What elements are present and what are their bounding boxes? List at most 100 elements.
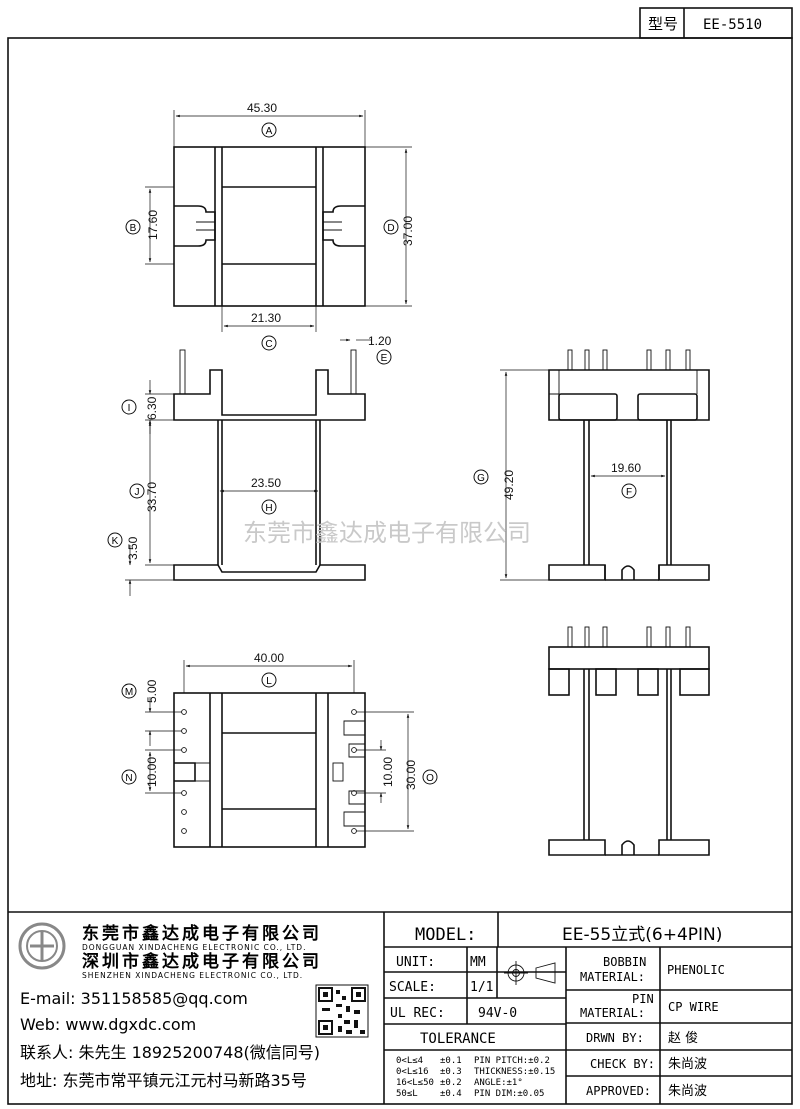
dim-letter-g: G	[473, 469, 489, 485]
dim-F: 19.60	[590, 461, 666, 478]
dim-letter-f-text: F	[626, 487, 632, 498]
bobbin-material-label-1: BOBBIN	[603, 955, 646, 969]
company-info: 东莞市鑫达成电子有限公司 DONGGUAN XINDACHENG ELECTRO…	[18, 922, 369, 1090]
circled-letters: A B C D E F G H I J K L M N O	[107, 122, 637, 785]
dim-letter-d: D	[383, 219, 399, 235]
dim-O: 30.00	[356, 711, 418, 832]
dim-H: 23.50	[219, 476, 319, 493]
company-web: Web: www.dgxdc.com	[20, 1015, 196, 1034]
company-contact: 联系人: 朱先生 18925200748(微信同号)	[20, 1043, 320, 1062]
projection-symbol-icon	[504, 961, 556, 985]
dim-B: 17.60	[145, 186, 174, 265]
dim-letter-h: H	[261, 499, 277, 515]
bobbin-material-label-2: MATERIAL:	[580, 970, 645, 984]
dim-G-value: 49.20	[502, 470, 516, 500]
dim-letter-i: I	[121, 399, 137, 415]
tolerance-cell: ±0.2	[440, 1078, 462, 1088]
dim-N2-value: 10.00	[381, 757, 395, 787]
dim-I: 6.30	[145, 380, 174, 434]
dim-E: 1.20	[340, 334, 392, 348]
dim-O-value: 30.00	[404, 760, 418, 790]
ulrec-label: UL REC:	[390, 1006, 445, 1021]
side-view-2	[548, 626, 710, 856]
tolerance-label: TOLERANCE	[420, 1031, 496, 1047]
model-tag-value: EE-5510	[703, 17, 762, 33]
dim-letter-a: A	[261, 122, 277, 138]
dim-C: 21.30	[221, 306, 317, 332]
dim-D-value: 37.00	[401, 216, 415, 246]
pin-material-label-1: PIN	[632, 992, 654, 1006]
drawn-by-value: 赵 俊	[668, 1031, 698, 1046]
front-view	[173, 349, 366, 581]
tolerance-cell: 16<L≤50	[396, 1078, 434, 1088]
dim-letter-j-text: J	[135, 487, 140, 498]
tolerance-cell: PIN PITCH:±0.2	[474, 1056, 550, 1066]
dim-M-value: 5.00	[145, 679, 159, 703]
unit-value: MM	[470, 955, 486, 970]
dim-N: 10.00	[145, 749, 182, 794]
company-address: 地址: 东莞市常平镇元江元村马新路35号	[20, 1071, 307, 1090]
model-tag-box: 型号 EE-5510	[639, 7, 793, 39]
tolerance-cell: ±0.1	[440, 1056, 462, 1066]
ulrec-value: 94V-0	[478, 1006, 517, 1021]
company-logo-icon	[18, 922, 66, 970]
dim-H-value: 23.50	[251, 476, 281, 490]
dim-letter-o-text: O	[426, 773, 434, 784]
dim-letter-e: E	[376, 349, 392, 365]
dim-A-value: 45.30	[247, 101, 277, 115]
dim-letter-g-text: G	[477, 473, 485, 484]
dim-L: 40.00	[183, 651, 355, 693]
dim-I-value: 6.30	[145, 396, 159, 420]
dim-F-value: 19.60	[611, 461, 641, 475]
check-by-label: CHECK BY:	[590, 1057, 655, 1071]
scale-value: 1/1	[470, 980, 493, 995]
company-name-2: 深圳市鑫达成电子有限公司	[82, 951, 322, 972]
tolerance-cell: 0<L≤4	[396, 1056, 423, 1066]
tolerance-cell: 50≤L	[396, 1089, 418, 1099]
dim-letter-b-text: B	[130, 223, 137, 234]
tolerance-cell: PIN DIM:±0.05	[474, 1089, 544, 1099]
bobbin-material-value: PHENOLIC	[667, 963, 725, 977]
model-tag-label: 型号	[648, 15, 678, 33]
dim-letter-k-text: K	[112, 536, 119, 547]
tolerance-cell: 0<L≤16	[396, 1067, 429, 1077]
dim-M: 5.00	[145, 679, 182, 746]
dim-letter-n-text: N	[125, 773, 132, 784]
side-view	[548, 349, 710, 581]
tolerance-cell: ANGLE:±1°	[474, 1078, 523, 1088]
model-value: EE-55立式(6+4PIN)	[562, 925, 722, 945]
qr-code-icon	[315, 984, 369, 1038]
dim-letter-b: B	[125, 219, 141, 235]
dim-letter-e-text: E	[381, 353, 388, 364]
unit-label: UNIT:	[396, 955, 435, 970]
check-by-value: 朱尚波	[668, 1057, 707, 1072]
dim-K-value: 3.50	[126, 536, 140, 560]
dim-letter-l-text: L	[266, 676, 272, 687]
dim-L-value: 40.00	[254, 651, 284, 665]
scale-label: SCALE:	[389, 980, 436, 995]
dim-letter-m-text: M	[125, 687, 133, 698]
title-block: MODEL: EE-55立式(6+4PIN) UNIT: MM SCALE: 1…	[8, 911, 792, 1104]
tolerance-cell: ±0.4	[440, 1089, 462, 1099]
dim-letter-i-text: I	[128, 403, 131, 414]
dim-J-value: 33.70	[145, 482, 159, 512]
dim-letter-d-text: D	[387, 223, 394, 234]
dim-letter-a-text: A	[266, 126, 273, 137]
dim-J: 33.70	[145, 421, 174, 566]
dim-E-value: 1.20	[368, 334, 392, 348]
dim-letter-n: N	[121, 769, 137, 785]
dim-N-value: 10.00	[145, 757, 159, 787]
dim-letter-l: L	[261, 672, 277, 688]
pin-material-value: CP WIRE	[668, 1000, 719, 1014]
approved-label: APPROVED:	[586, 1084, 651, 1098]
bottom-view	[173, 692, 366, 848]
model-label: MODEL:	[415, 925, 476, 945]
dim-letter-f: F	[621, 483, 637, 499]
dim-K: 3.50	[125, 536, 174, 596]
dim-letter-j: J	[129, 483, 145, 499]
company-email: E-mail: 351158585@qq.com	[20, 989, 248, 1008]
watermark: 东莞市鑫达成电子有限公司	[243, 519, 531, 547]
dim-letter-c-text: C	[265, 339, 272, 350]
